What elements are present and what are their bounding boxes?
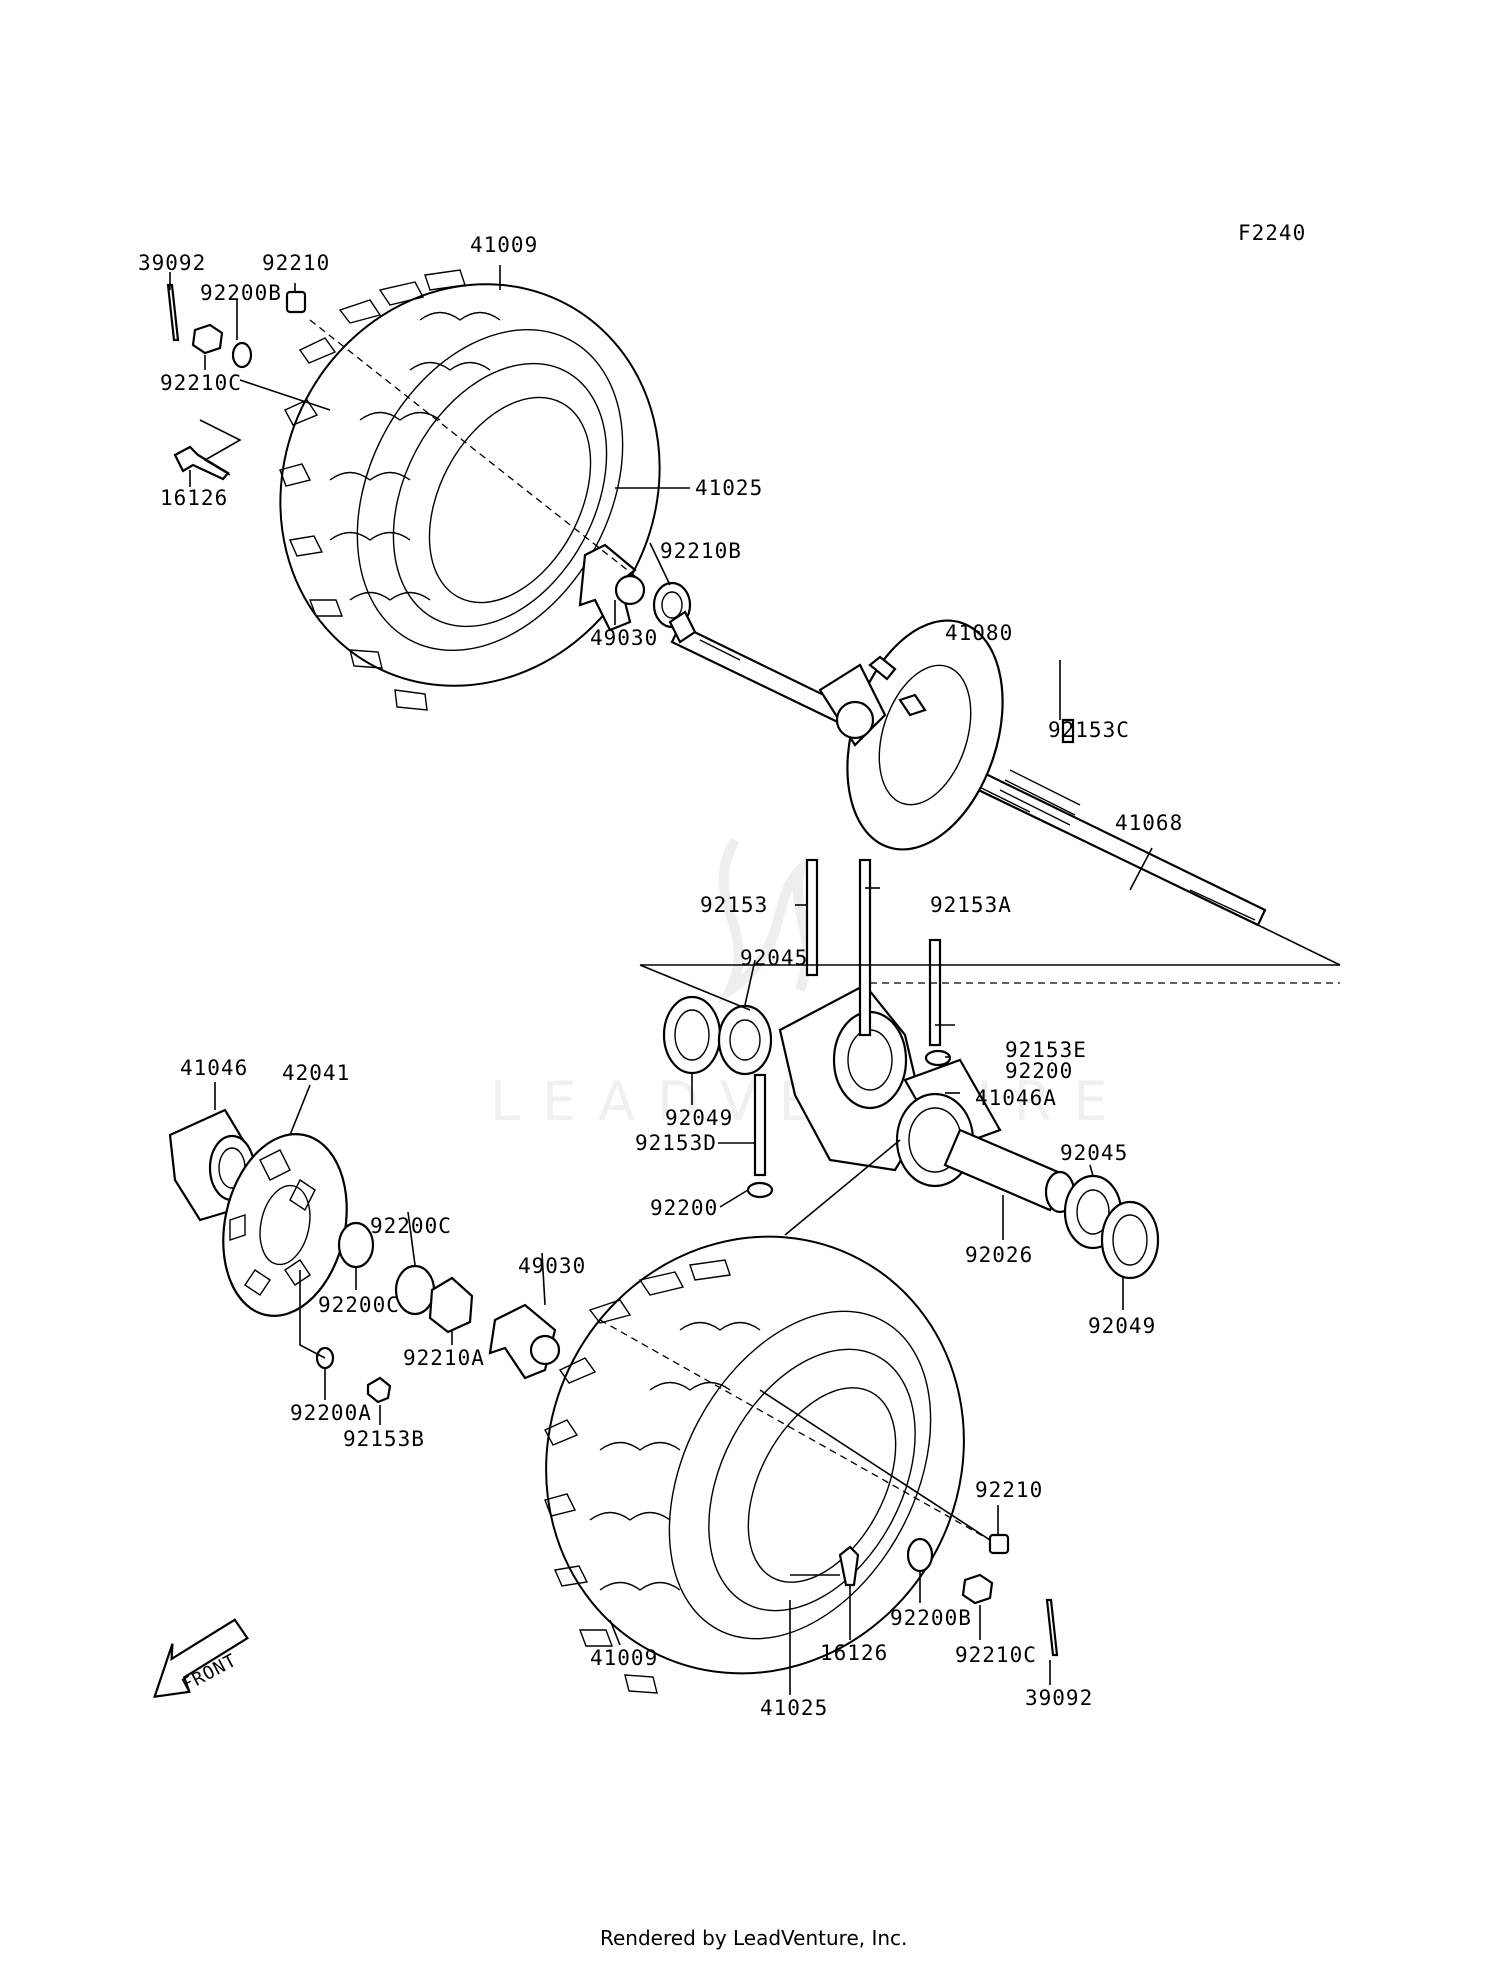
part-labels: 39092 92210 92200B 41009 92210C 16126 41… <box>138 233 1183 1720</box>
label-92200b-top: 92200B <box>200 281 282 305</box>
top-stud-16126 <box>173 445 230 481</box>
leader-lines-housing <box>639 660 1341 1310</box>
top-nut-92210 <box>285 290 307 314</box>
label-92210-top: 92210 <box>262 251 330 275</box>
label-16126-top: 16126 <box>160 486 228 510</box>
label-41068: 41068 <box>1115 811 1183 835</box>
label-92026: 92026 <box>965 1243 1033 1267</box>
housing-bolts <box>753 858 942 1177</box>
top-castle-nut-92210c <box>191 323 224 355</box>
bottom-stud-16126 <box>838 1545 860 1587</box>
label-92210b: 92210B <box>660 539 742 563</box>
label-41025-bot: 41025 <box>760 1696 828 1720</box>
label-16126-bot: 16126 <box>820 1641 888 1665</box>
label-49030-top: 49030 <box>590 626 658 650</box>
rear-sprocket-42041 <box>222 1133 348 1317</box>
oil-seal-92049-left <box>662 995 722 1075</box>
brake-disc-41080 <box>846 619 1004 851</box>
label-92200a: 92200A <box>290 1401 372 1425</box>
label-92210-bot: 92210 <box>975 1478 1043 1502</box>
bottom-wheel-hub-49030 <box>488 1303 561 1380</box>
bottom-nut-92210 <box>988 1533 1010 1555</box>
axle-flange <box>818 663 887 747</box>
bolt-92153 <box>805 858 819 977</box>
leader-lines-bottom <box>541 1252 1051 1695</box>
bolt-92153b <box>366 1376 392 1404</box>
label-92045-right: 92045 <box>1060 1141 1128 1165</box>
washer-92200c-a <box>337 1221 375 1269</box>
top-washer-92200b <box>231 341 253 369</box>
label-92049-right: 92049 <box>1088 1314 1156 1338</box>
front-direction-arrow: FRONT <box>153 1618 249 1699</box>
bolt-92153d <box>753 1073 767 1177</box>
label-92153a: 92153A <box>930 893 1012 917</box>
washer-92200c-b <box>394 1264 436 1316</box>
bolt-92153e <box>928 938 942 1047</box>
label-42041: 42041 <box>282 1061 350 1085</box>
label-92153b: 92153B <box>343 1427 425 1451</box>
label-92210a: 92210A <box>403 1346 485 1370</box>
label-92153d: 92153D <box>635 1131 717 1155</box>
figure-code: F2240 <box>1238 221 1306 245</box>
label-92200b-bot: 92200B <box>890 1606 972 1630</box>
label-92153: 92153 <box>700 893 768 917</box>
label-39092-bot: 39092 <box>1025 1686 1093 1710</box>
leader-lines-top <box>169 265 690 625</box>
label-41080: 41080 <box>945 621 1013 645</box>
label-92200-left: 92200 <box>650 1196 718 1220</box>
watermark-flame-logo <box>717 837 812 1005</box>
bearing-92045-left <box>717 1004 773 1076</box>
label-41025-top: 41025 <box>695 476 763 500</box>
label-49030-bot: 49030 <box>518 1254 586 1278</box>
top-wheel-hub-49030 <box>578 543 646 632</box>
label-41009-bot: 41009 <box>590 1646 658 1670</box>
label-39092-top: 39092 <box>138 251 206 275</box>
label-92153c: 92153C <box>1048 718 1130 742</box>
top-cotter-pin-39092 <box>166 283 180 342</box>
label-41046: 41046 <box>180 1056 248 1080</box>
bottom-cotter-pin-39092 <box>1045 1598 1059 1657</box>
label-92153e: 92153E <box>1005 1038 1087 1062</box>
oil-seal-92049-right <box>1100 1200 1160 1280</box>
leader-lines-sprocket <box>214 1082 453 1425</box>
bottom-tire-41009 <box>544 1235 965 1694</box>
label-92210c-top: 92210C <box>160 371 242 395</box>
washer-92200-right <box>924 1049 952 1067</box>
label-41046a: 41046A <box>975 1086 1057 1110</box>
label-92200-right: 92200 <box>1005 1059 1073 1083</box>
label-41009-top: 41009 <box>470 233 538 257</box>
label-92210c-bot: 92210C <box>955 1643 1037 1667</box>
label-92200c-b: 92200C <box>318 1293 400 1317</box>
bottom-washer-92200b <box>906 1537 934 1573</box>
bolt-92153a <box>858 858 872 1037</box>
bottom-castle-nut-92210c <box>961 1573 994 1605</box>
bolt-92153c <box>1061 718 1075 744</box>
top-tire-41009 <box>279 269 661 711</box>
label-92049-left: 92049 <box>665 1106 733 1130</box>
nut-92210a <box>428 1276 474 1334</box>
label-92045-top: 92045 <box>740 946 808 970</box>
collar-92026 <box>943 1128 1076 1214</box>
washer-92200-left <box>746 1181 774 1199</box>
footer-credit: Rendered by LeadVenture, Inc. <box>600 1926 907 1950</box>
label-92200c-a: 92200C <box>370 1214 452 1238</box>
